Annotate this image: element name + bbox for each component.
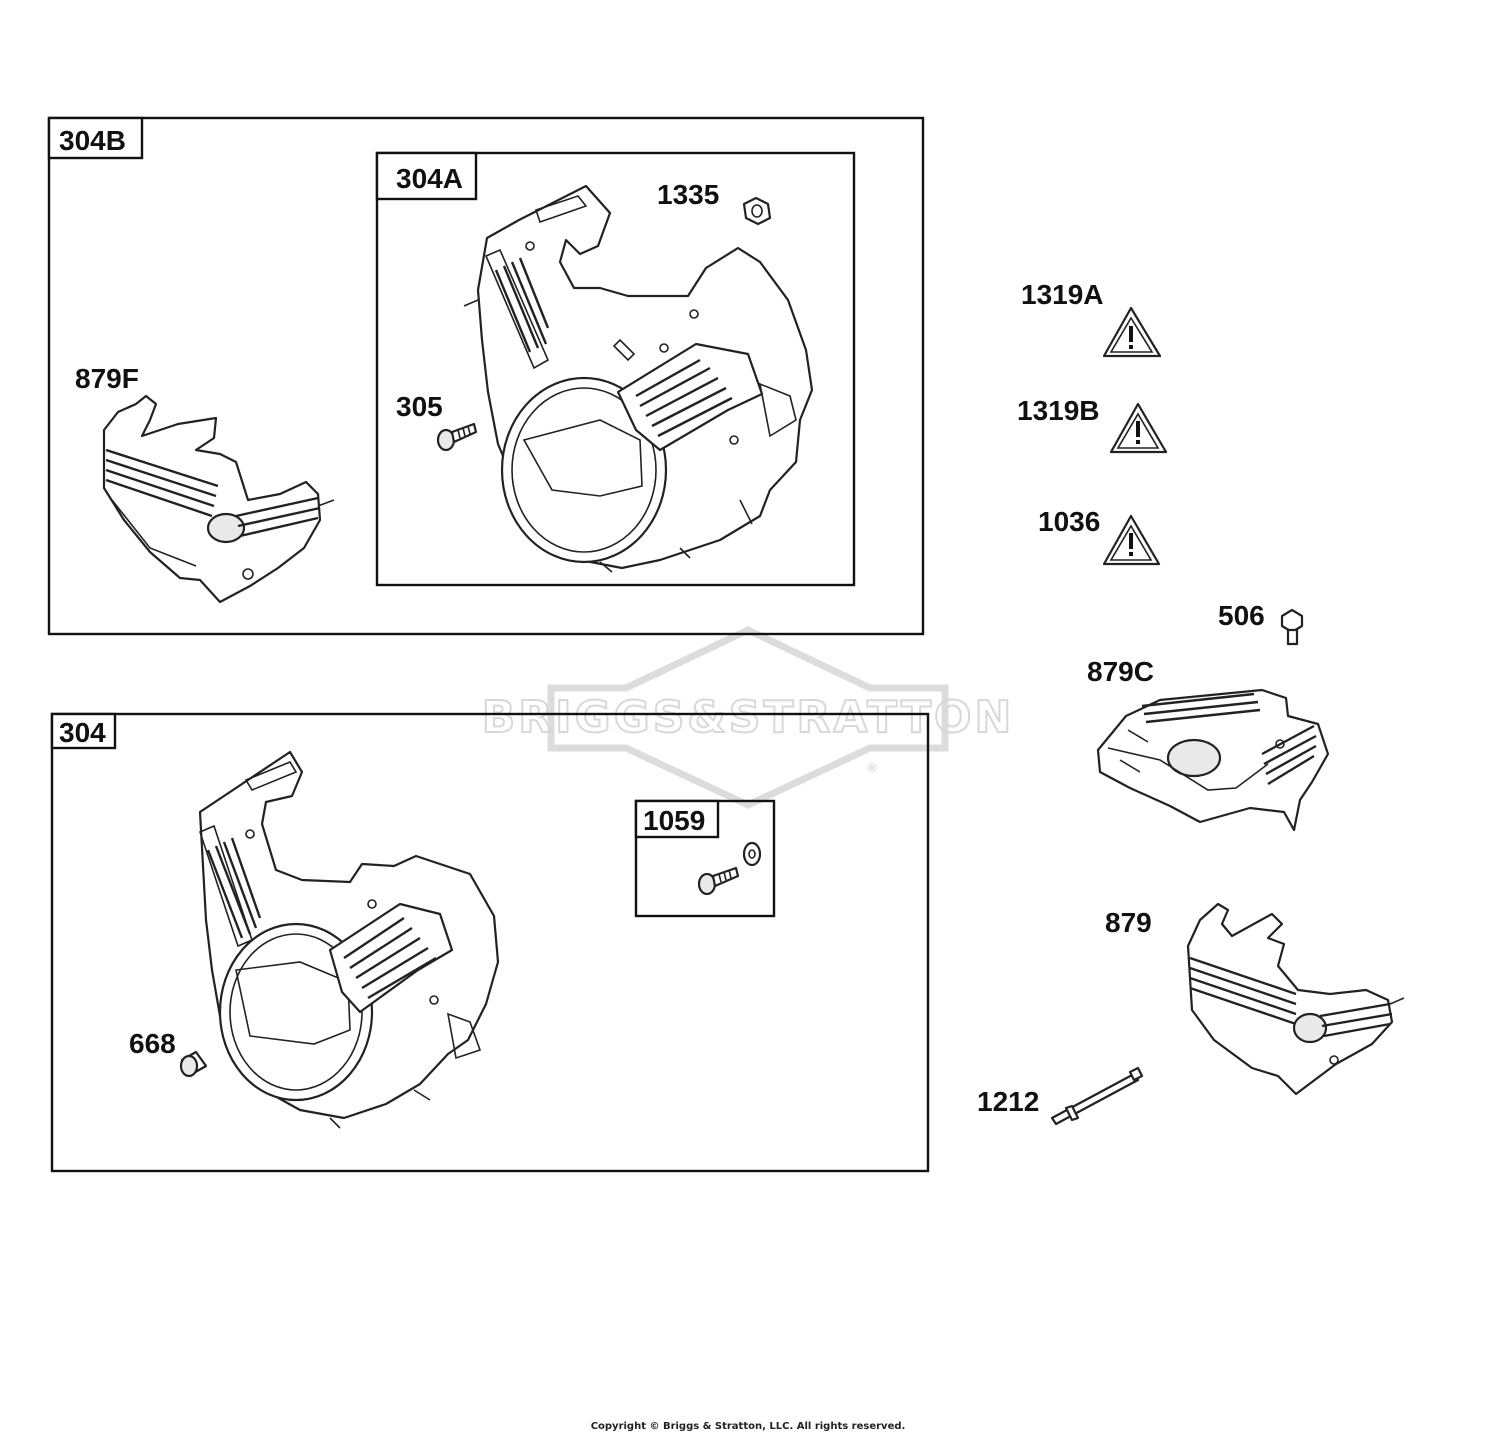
- screw-washer-1059-drawing[interactable]: [697, 841, 762, 896]
- engine-cover-879c-drawing[interactable]: [1096, 688, 1330, 832]
- frame-304b: 304B: [47, 116, 925, 636]
- frame-304b-label[interactable]: 304B: [59, 125, 126, 156]
- callout-1212[interactable]: 1212: [977, 1086, 1039, 1117]
- blower-housing-304a-drawing[interactable]: [463, 184, 814, 573]
- callout-1036[interactable]: 1036: [1038, 506, 1100, 537]
- callout-668[interactable]: 668: [129, 1028, 176, 1059]
- callout-879f[interactable]: 879F: [75, 363, 139, 394]
- callout-879c[interactable]: 879C: [1087, 656, 1154, 687]
- frame-1059-tag: [634, 799, 720, 839]
- air-deflector-879f-drawing[interactable]: [102, 394, 335, 604]
- callout-1319a[interactable]: 1319A: [1021, 279, 1104, 310]
- frame-304b-tag: [47, 116, 144, 160]
- warning-decal-1319b-icon[interactable]: [1109, 402, 1168, 454]
- frame-304-tag: [50, 712, 117, 750]
- air-deflector-879-drawing[interactable]: [1186, 902, 1405, 1096]
- callout-1335[interactable]: 1335: [657, 179, 719, 210]
- warning-decal-1319a-icon[interactable]: [1102, 306, 1162, 358]
- copyright-footer: Copyright © Briggs & Stratton, LLC. All …: [591, 1421, 906, 1432]
- frame-304-label[interactable]: 304: [59, 717, 106, 748]
- frame-1059: 1059: [634, 799, 776, 918]
- svg-text:®: ®: [866, 761, 878, 775]
- callout-1319b[interactable]: 1319B: [1017, 395, 1100, 426]
- callout-506[interactable]: 506: [1218, 600, 1265, 631]
- warning-decal-1036-icon[interactable]: [1102, 514, 1161, 566]
- screw-305-drawing[interactable]: [436, 422, 478, 452]
- svg-text:BRIGGS&STRATTON: BRIGGS&STRATTON: [482, 692, 1015, 743]
- briggs-stratton-watermark-logo: BRIGGS&STRATTON ®: [481, 626, 1015, 809]
- frame-304: 304: [50, 712, 930, 1173]
- frame-1059-label[interactable]: 1059: [643, 805, 705, 836]
- callout-879[interactable]: 879: [1105, 907, 1152, 938]
- frame-304a-tag: [375, 151, 478, 201]
- bushing-668-drawing[interactable]: [179, 1050, 208, 1078]
- blower-housing-304-drawing[interactable]: [198, 750, 500, 1129]
- nut-1335-drawing[interactable]: [742, 196, 772, 226]
- frame-304a: 304A: [375, 151, 856, 587]
- callout-305[interactable]: 305: [396, 391, 443, 422]
- frame-304a-label[interactable]: 304A: [396, 163, 463, 194]
- stud-1212-drawing[interactable]: [1050, 1066, 1144, 1126]
- bolt-506-drawing[interactable]: [1280, 608, 1304, 646]
